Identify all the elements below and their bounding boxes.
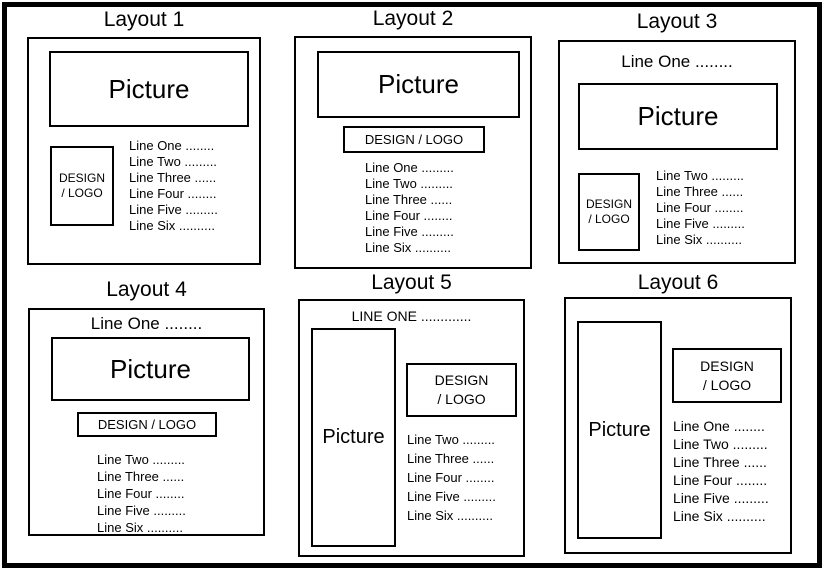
layout2-picture-box: Picture [317,51,520,118]
layout1-logo-label-line1: DESIGN [58,171,105,185]
layout5-logo-label-line2: / LOGO [437,391,486,407]
layout6-panel: Picture DESIGN / LOGO Line One ........ … [564,297,792,554]
layout5-picture-label: Picture [322,426,385,448]
layout1-title: Layout 1 [103,8,185,31]
text-line: Line Five ......... [673,490,769,506]
layout4-text-lines: Line Two ......... Line Three ...... Lin… [97,451,186,536]
text-line: Line Six .......... [129,218,215,233]
layout6-picture-box: Picture [577,321,662,539]
layout3-logo-box: DESIGN / LOGO [578,173,640,251]
text-line: Line Five ......... [97,503,186,518]
layout5-title: Layout 5 [371,271,452,294]
text-line: Line Five ......... [656,216,745,231]
layout3-picture-box: Picture [578,83,778,150]
layout4-header-line: Line One ........ [90,314,203,333]
text-line: Line Six .......... [97,520,183,535]
text-line: Line Three ...... [407,451,495,466]
text-line: Line Six .......... [407,508,493,523]
layout2-title: Layout 2 [372,7,454,30]
text-line: Line Four ........ [407,470,495,485]
layout4-picture-box: Picture [51,337,250,401]
text-line: Line One ........ [673,418,765,434]
layout1-panel: Picture DESIGN / LOGO Line One ........ … [27,37,261,265]
layout1-text-lines: Line One ........ Line Two ......... Lin… [129,138,218,234]
layout5-text-lines: Line Two ......... Line Three ...... Lin… [407,430,496,525]
text-line: Line Four ........ [656,200,744,215]
layout5-picture-box: Picture [311,328,396,547]
layout1-picture-box: Picture [49,51,249,127]
layout3-logo-label-line2: / LOGO [588,212,630,226]
text-line: Line Three ...... [97,469,185,484]
text-line: Line Two ......... [365,176,453,191]
layout6-logo-label-line1: DESIGN [700,357,754,374]
layout6-logo-box: DESIGN / LOGO [672,348,782,403]
layout4-logo-label: DESIGN / LOGO [97,417,197,432]
layout2-logo-label: DESIGN / LOGO [364,132,464,147]
layout6-logo-label-line2: / LOGO [702,376,752,393]
text-line: Line Three ...... [673,454,767,470]
text-line: Line Three ...... [365,192,453,207]
text-line: Line Three ...... [656,184,744,199]
layout4-panel: Line One ........ Picture DESIGN / LOGO … [28,308,265,536]
layout3-panel: Line One ........ Picture DESIGN / LOGO … [558,40,796,264]
text-line: Line Four ........ [365,208,453,223]
layout3-header-line: Line One ........ [621,52,733,71]
layout3-picture-label: Picture [637,101,719,131]
text-line: Line Two ......... [673,436,768,452]
layout5-panel: LINE ONE ............. Picture DESIGN / … [298,299,525,557]
layout4-title: Layout 4 [106,278,187,301]
text-line: Line Four ........ [129,186,217,201]
layout3-text-lines: Line Two ......... Line Three ...... Lin… [656,168,745,248]
text-line: Line Two ......... [97,452,185,467]
layout1-logo-label-line2: / LOGO [61,186,103,200]
text-line: Line One ........ [129,138,215,153]
layout4-logo-box: DESIGN / LOGO [77,412,217,437]
layout2-text-lines: Line One ......... Line Two ......... Li… [365,160,454,256]
text-line: Line Four ........ [673,472,768,488]
text-line: Line Five ......... [365,224,454,239]
layout2-picture-label: Picture [378,69,459,99]
layout3-title: Layout 3 [636,10,718,33]
text-line: Line Two ......... [656,168,744,183]
layout6-picture-label: Picture [588,418,651,441]
layout4-picture-label: Picture [110,353,191,384]
text-line: Line Six .......... [673,508,766,524]
text-line: Line Five ......... [407,489,496,504]
layout5-logo-box: DESIGN / LOGO [406,363,517,417]
layout3-logo-label-line1: DESIGN [585,197,632,211]
layout1-picture-label: Picture [108,73,190,104]
text-line: Line One ......... [365,160,454,175]
text-line: Line Two ......... [407,432,495,447]
layout5-logo-label-line1: DESIGN [434,372,489,388]
text-line: Line Six .......... [365,240,451,255]
text-line: Line Five ......... [129,202,218,217]
layout6-title: Layout 6 [637,271,719,294]
text-line: Line Three ...... [129,170,217,185]
text-line: Line Two ......... [129,154,217,169]
layout2-logo-box: DESIGN / LOGO [343,126,485,153]
layout2-panel: Picture DESIGN / LOGO Line One .........… [294,36,532,269]
text-line: Line Six .......... [656,232,742,247]
layout6-text-lines: Line One ........ Line Two ......... Lin… [673,417,769,525]
layout5-header-line: LINE ONE ............. [351,308,472,324]
text-line: Line Four ........ [97,486,185,501]
layout1-logo-box: DESIGN / LOGO [50,146,114,226]
